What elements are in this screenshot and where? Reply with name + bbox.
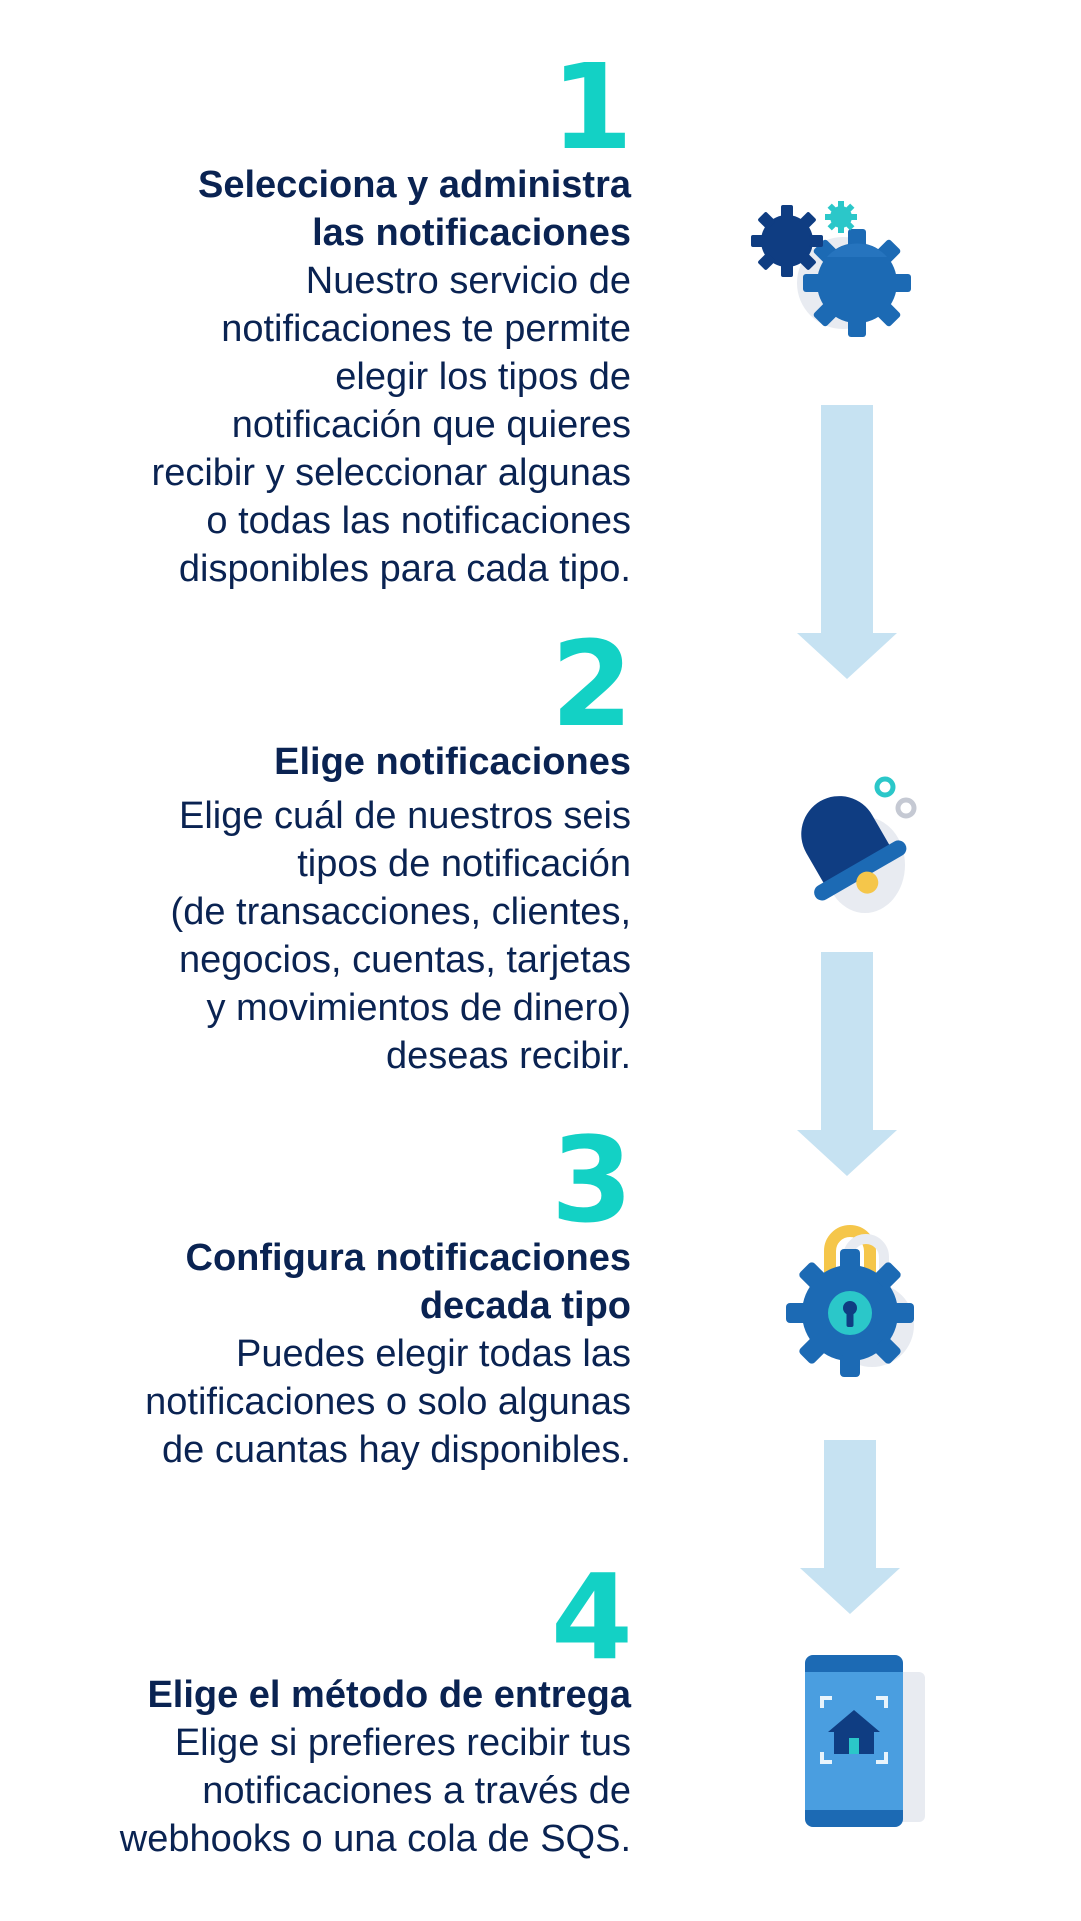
bell-icon	[801, 776, 917, 913]
step-number: 4	[550, 1548, 633, 1686]
step-title: Elige notificaciones	[274, 741, 631, 783]
step-number: 1	[550, 38, 633, 176]
step-description: Elige cuál de nuestros seis tipos de not…	[170, 795, 631, 1077]
mobile-home-icon	[805, 1655, 925, 1827]
arrow-down-icon	[797, 952, 897, 1177]
step-number: 2	[550, 615, 633, 753]
gears-icon	[751, 201, 911, 337]
arrow-down-icon	[797, 405, 897, 680]
step-description: Nuestro servicio de notificaciones te pe…	[151, 260, 631, 590]
step-1: 1 Selecciona y administra las notificaci…	[71, 38, 633, 593]
step-description: Puedes elegir todas las notificaciones o…	[145, 1333, 631, 1471]
step-description: Elige si prefieres recibir tus notificac…	[119, 1722, 631, 1860]
step-title: Configura notificaciones decada tipo	[185, 1237, 631, 1327]
step-number: 3	[550, 1111, 633, 1249]
step-3: 3 Configura notificaciones decada tipo P…	[71, 1111, 633, 1474]
step-title: Elige el método de entrega	[147, 1674, 631, 1716]
step-title: Selecciona y administra las notificacion…	[198, 164, 631, 254]
step-2: 2 Elige notificaciones Elige cuál de nue…	[71, 615, 633, 1080]
lock-gear-icon	[786, 1225, 914, 1377]
arrow-down-icon	[800, 1440, 900, 1615]
step-4: 4 Elige el método de entrega Elige si pr…	[71, 1548, 633, 1863]
